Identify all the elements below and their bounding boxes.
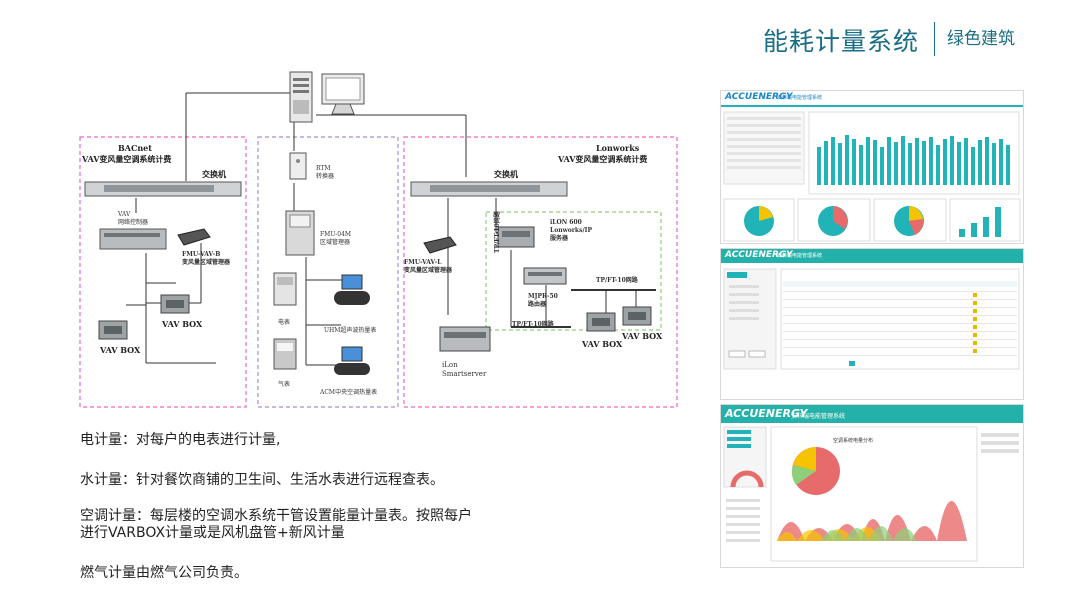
uhm-meter-icon — [334, 274, 370, 305]
desc-gas: 燃气计量由燃气公司负责。 — [80, 565, 248, 581]
right-vav-box-label-1: VAV BOX — [582, 339, 623, 349]
gas-meter-label: 气表 — [278, 381, 291, 388]
right-protocol-label: Lonworks — [596, 143, 640, 153]
vav-box-icon — [98, 320, 128, 340]
uhm-meter-label: UHM超声波热量表 — [324, 327, 377, 334]
diagram-lines — [79, 92, 678, 408]
desc-water: 水计量：针对餐饮商铺的卫生间、生活水表进行远程查表。 — [80, 472, 444, 488]
brand-logo: ACCUENERGY — [725, 250, 793, 260]
screenshot-chart: ACCUENERGY 安科瑞电能管理系统 空调系统电量分布 — [720, 404, 1024, 568]
fmu-vav-b-label: FMU-VAV-B 变风量区域管理器 — [182, 251, 231, 266]
fmu-04m-label: FMU-04M 区域管理器 — [320, 231, 352, 246]
bus-label-bottom: TP/FT-10网路 — [512, 321, 554, 328]
vav-box-icon — [160, 294, 190, 314]
page-title: 能耗计量系统 — [763, 27, 920, 56]
screenshot-dashboard: ACCUENERGY 安科瑞电能管理系统 — [720, 90, 1024, 244]
desc-hvac-line1: 空调计量：每层楼的空调水系统干管设置能量计量表。按照每户 — [80, 508, 472, 524]
fmu-vav-b-icon — [177, 228, 211, 246]
chart-title: 空调系统电量分布 — [833, 438, 874, 444]
desc-hvac-line2: 进行VARBOX计量或是风机盘管+新风计量 — [80, 525, 345, 541]
vav-box-label-2: VAV BOX — [100, 345, 141, 355]
left-switch-icon — [84, 181, 242, 197]
table-preview — [723, 268, 1020, 370]
right-switch-icon — [410, 181, 568, 197]
rtm-icon — [289, 152, 307, 180]
electric-meter-label: 电表 — [278, 319, 291, 326]
right-caption: VAV变风量空调系统计费 — [558, 154, 648, 164]
screenshot-table: ACCUENERGY 安科瑞电能管理系统 — [720, 248, 1024, 400]
vav-box-label-1: VAV BOX — [162, 319, 203, 329]
desc-electric: 电计量：对每户的电表进行计量, — [80, 432, 281, 448]
electric-meter-icon — [273, 272, 297, 306]
screenshot-header: ACCUENERGY 安科瑞电能管理系统 — [721, 405, 1023, 423]
brand-subtitle: 安科瑞电能管理系统 — [777, 95, 823, 101]
fmu-04m-icon — [285, 210, 315, 256]
mjpr50-router-label: MJPR-50 路由器 — [528, 293, 558, 308]
vav-box-icon — [622, 306, 652, 326]
left-protocol-label: BACnet — [118, 143, 152, 153]
title-divider — [934, 22, 935, 56]
left-switch-label: 交换机 — [202, 169, 226, 179]
smartserver-label: iLon Smartserver — [442, 361, 487, 378]
smartserver-icon — [439, 326, 491, 352]
left-caption: VAV变风量空调系统计费 — [82, 154, 172, 164]
bus-label-vertical: TP/FT-10网路 — [494, 211, 501, 253]
fmu-vav-l-label: FMU-VAV-L 变风量区域管理器 — [404, 259, 453, 274]
ilon600-label: iLON 600 Lonworks/IP 服务器 — [550, 219, 592, 242]
monitor-icon — [321, 73, 365, 115]
brand-subtitle: 安科瑞电能管理系统 — [777, 253, 823, 259]
right-switch-label: 交换机 — [494, 169, 518, 179]
fmu-vav-l-icon — [423, 236, 457, 254]
mjpr50-router-icon — [523, 267, 567, 285]
vav-controller-label: VAV 网络控制器 — [118, 211, 149, 226]
brand-logo: ACCUENERGY — [725, 92, 793, 102]
vav-controller-icon — [99, 228, 167, 250]
gas-meter-icon — [273, 338, 297, 370]
ilon600-icon — [497, 226, 535, 248]
vav-box-icon — [586, 312, 616, 332]
brand-logo: ACCUENERGY — [725, 407, 808, 420]
dashboard-preview — [723, 111, 1021, 242]
server-icon — [289, 71, 313, 123]
rtm-label: RTM 转换器 — [316, 165, 335, 180]
acm-meter-icon — [334, 346, 370, 375]
right-vav-box-label-2: VAV BOX — [622, 331, 663, 341]
acm-meter-label: ACM中央空调热量表 — [320, 389, 378, 396]
network-diagram: BACnet VAV变风量空调系统计费 交换机 VAV 网络控制器 FMU-VA… — [76, 65, 681, 415]
chart-preview — [723, 426, 1019, 562]
screenshot-header: ACCUENERGY 安科瑞电能管理系统 — [721, 91, 1023, 107]
bus-label-top: TP/FT-10网路 — [596, 277, 638, 284]
page-subtitle: 绿色建筑 — [947, 29, 1015, 49]
screenshot-header: ACCUENERGY 安科瑞电能管理系统 — [721, 249, 1023, 263]
brand-subtitle: 安科瑞电能管理系统 — [791, 413, 846, 420]
